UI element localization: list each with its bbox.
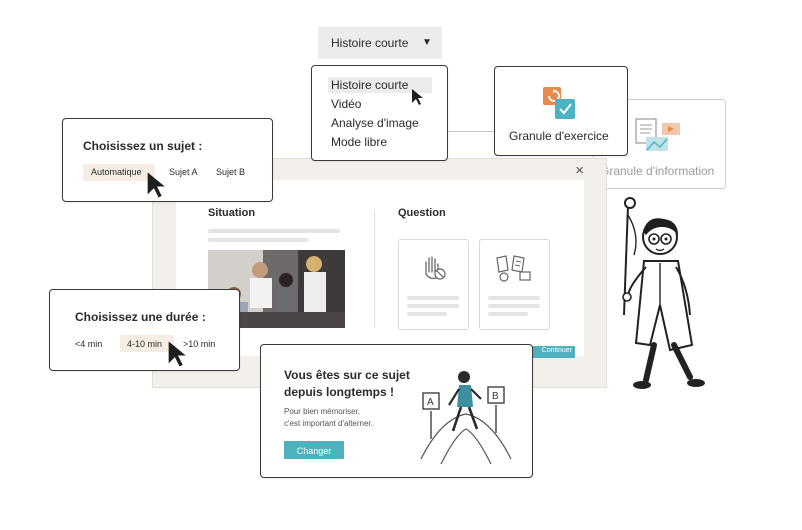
text-placeholder xyxy=(407,296,459,300)
question-option-2[interactable] xyxy=(479,239,550,330)
chevron-down-icon: ▼ xyxy=(422,37,432,48)
cursor-icon xyxy=(168,341,186,367)
format-menu-item[interactable]: Histoire courte xyxy=(331,78,409,92)
books-icon xyxy=(496,255,531,282)
continue-button[interactable]: Continuer xyxy=(525,346,575,358)
subject-panel-title: Choisissez un sujet : xyxy=(83,139,203,153)
duration-option[interactable]: >10 min xyxy=(183,339,216,349)
subject-option[interactable]: Sujet B xyxy=(216,167,246,177)
format-menu-item-highlight xyxy=(328,77,432,93)
cursor-icon xyxy=(147,172,165,198)
scientist-illustration xyxy=(622,197,705,389)
granule-exercise-card[interactable]: Granule d'exercice xyxy=(494,66,628,156)
information-icon xyxy=(635,118,680,151)
text-placeholder xyxy=(208,229,340,233)
column-divider xyxy=(374,210,375,328)
hand-stop-icon xyxy=(425,256,446,280)
connector-line xyxy=(448,131,494,132)
change-button[interactable]: Changer xyxy=(284,441,344,459)
subject-panel: Choisissez un sujet : Automatique Sujet … xyxy=(62,118,273,202)
text-placeholder xyxy=(488,312,528,316)
format-menu: Histoire courte Vidéo Analyse d'image Mo… xyxy=(311,65,448,161)
alert-title-line1: Vous êtes sur ce sujet xyxy=(284,368,410,382)
granule-information-card[interactable]: Granule d'information xyxy=(593,99,726,189)
format-menu-item[interactable]: Analyse d'image xyxy=(331,116,419,130)
alert-card: Vous êtes sur ce sujet depuis longtemps … xyxy=(260,344,533,478)
granule-information-label: Granule d'information xyxy=(600,164,715,178)
text-placeholder xyxy=(407,304,459,308)
text-placeholder xyxy=(208,238,308,242)
format-menu-item[interactable]: Vidéo xyxy=(331,97,362,111)
alert-body-line2: c'est important d'alterner. xyxy=(284,419,373,428)
cursor-icon xyxy=(412,89,423,105)
alert-title-line2: depuis longtemps ! xyxy=(284,385,395,399)
sign-b-label: B xyxy=(492,391,499,402)
subject-option-selected[interactable] xyxy=(83,164,155,181)
duration-option[interactable]: 4-10 min xyxy=(127,339,163,349)
exercise-icon xyxy=(543,87,575,119)
subject-option[interactable]: Automatique xyxy=(91,167,142,177)
format-selector[interactable]: Histoire courte ▼ xyxy=(318,27,442,59)
granule-exercise-label: Granule d'exercice xyxy=(509,129,609,143)
format-selector-label: Histoire courte xyxy=(331,36,409,50)
duration-panel-title: Choisissez une durée : xyxy=(75,310,206,324)
sign-a-label: A xyxy=(427,397,434,408)
question-option-1[interactable] xyxy=(398,239,469,330)
duration-panel: Choisissez une durée : <4 min 4-10 min >… xyxy=(49,289,240,371)
continue-label: Continuer xyxy=(541,347,572,354)
change-button-label: Changer xyxy=(296,446,332,456)
text-placeholder xyxy=(488,304,540,308)
close-icon[interactable]: × xyxy=(575,162,584,179)
crossroads-illustration: A B xyxy=(420,371,512,465)
text-placeholder xyxy=(407,312,447,316)
format-menu-item[interactable]: Mode libre xyxy=(331,135,388,149)
alert-body-line1: Pour bien mémoriser, xyxy=(284,407,361,416)
situation-title: Situation xyxy=(208,207,256,219)
question-title: Question xyxy=(398,207,446,219)
text-placeholder xyxy=(488,296,540,300)
subject-option[interactable]: Sujet A xyxy=(169,167,198,177)
duration-option-selected[interactable] xyxy=(120,335,174,352)
duration-option[interactable]: <4 min xyxy=(75,339,103,349)
